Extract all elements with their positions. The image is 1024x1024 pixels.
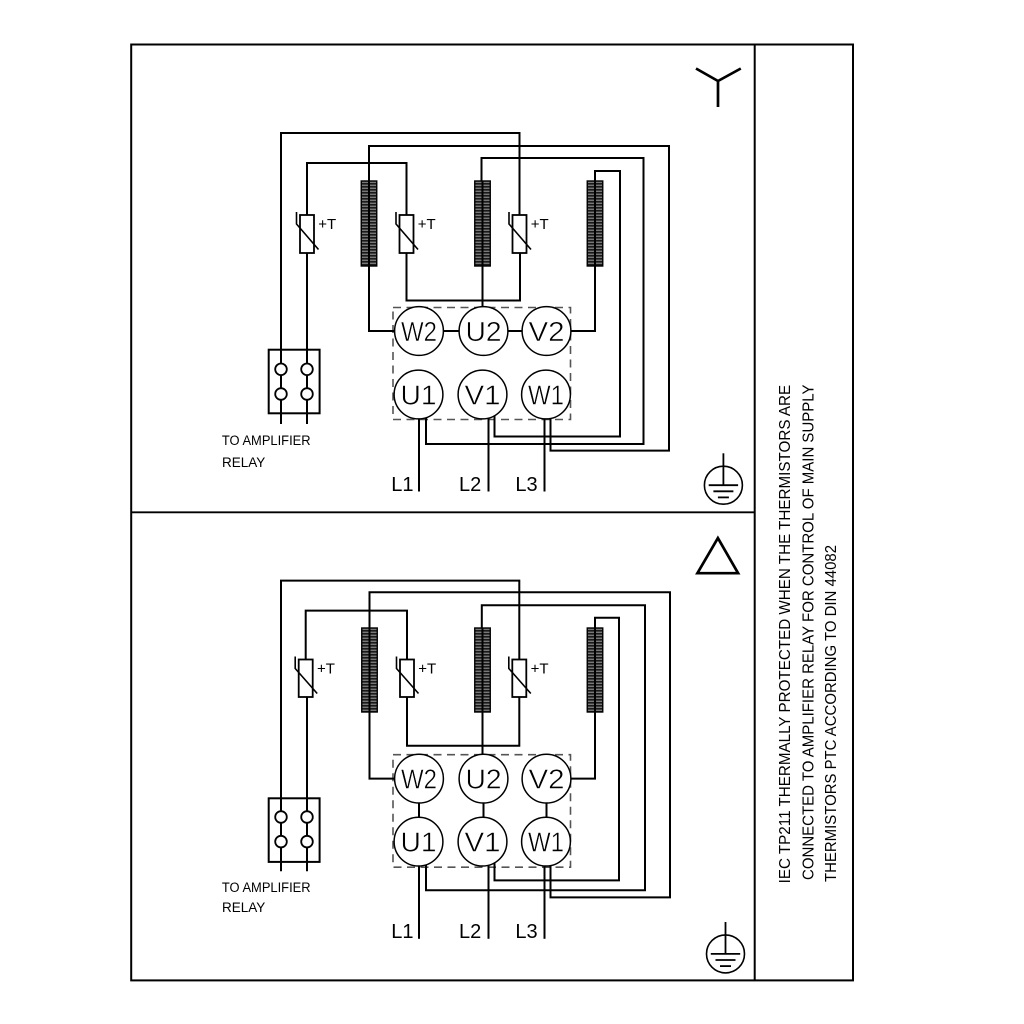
svg-text:RELAY: RELAY xyxy=(222,455,265,470)
svg-text:L1: L1 xyxy=(391,474,413,496)
svg-text:L3: L3 xyxy=(515,474,537,496)
svg-text:+T: +T xyxy=(531,660,549,677)
svg-text:W2: W2 xyxy=(401,316,437,347)
svg-text:V1: V1 xyxy=(465,827,501,858)
svg-text:+T: +T xyxy=(418,216,436,233)
svg-text:CONNECTED TO AMPLIFIER RELAY F: CONNECTED TO AMPLIFIER RELAY FOR CONTROL… xyxy=(800,384,817,880)
svg-text:V1: V1 xyxy=(465,380,501,411)
svg-text:IEC TP211 THERMALLY PROTECTED: IEC TP211 THERMALLY PROTECTED WHEN THE T… xyxy=(777,385,794,884)
svg-text:RELAY: RELAY xyxy=(222,900,265,915)
svg-text:L2: L2 xyxy=(459,474,481,496)
svg-text:V2: V2 xyxy=(529,764,565,795)
svg-text:W1: W1 xyxy=(528,827,564,858)
svg-text:U1: U1 xyxy=(401,380,437,411)
svg-text:W1: W1 xyxy=(528,380,564,411)
svg-text:V2: V2 xyxy=(529,316,565,347)
svg-text:THERMISTORS PTC ACCORDING TO D: THERMISTORS PTC ACCORDING TO DIN 44082 xyxy=(823,545,840,882)
svg-text:+T: +T xyxy=(318,216,336,233)
svg-text:L3: L3 xyxy=(515,921,537,943)
svg-text:TO AMPLIFIER: TO AMPLIFIER xyxy=(222,433,311,448)
svg-text:+T: +T xyxy=(317,660,335,677)
svg-text:L1: L1 xyxy=(391,921,413,943)
svg-text:+T: +T xyxy=(531,216,549,233)
svg-text:+T: +T xyxy=(418,660,436,677)
svg-text:L2: L2 xyxy=(459,921,481,943)
svg-text:U2: U2 xyxy=(466,764,502,795)
svg-text:U1: U1 xyxy=(401,827,437,858)
svg-text:TO AMPLIFIER: TO AMPLIFIER xyxy=(222,880,311,895)
svg-text:U2: U2 xyxy=(466,316,502,347)
svg-text:W2: W2 xyxy=(401,764,437,795)
